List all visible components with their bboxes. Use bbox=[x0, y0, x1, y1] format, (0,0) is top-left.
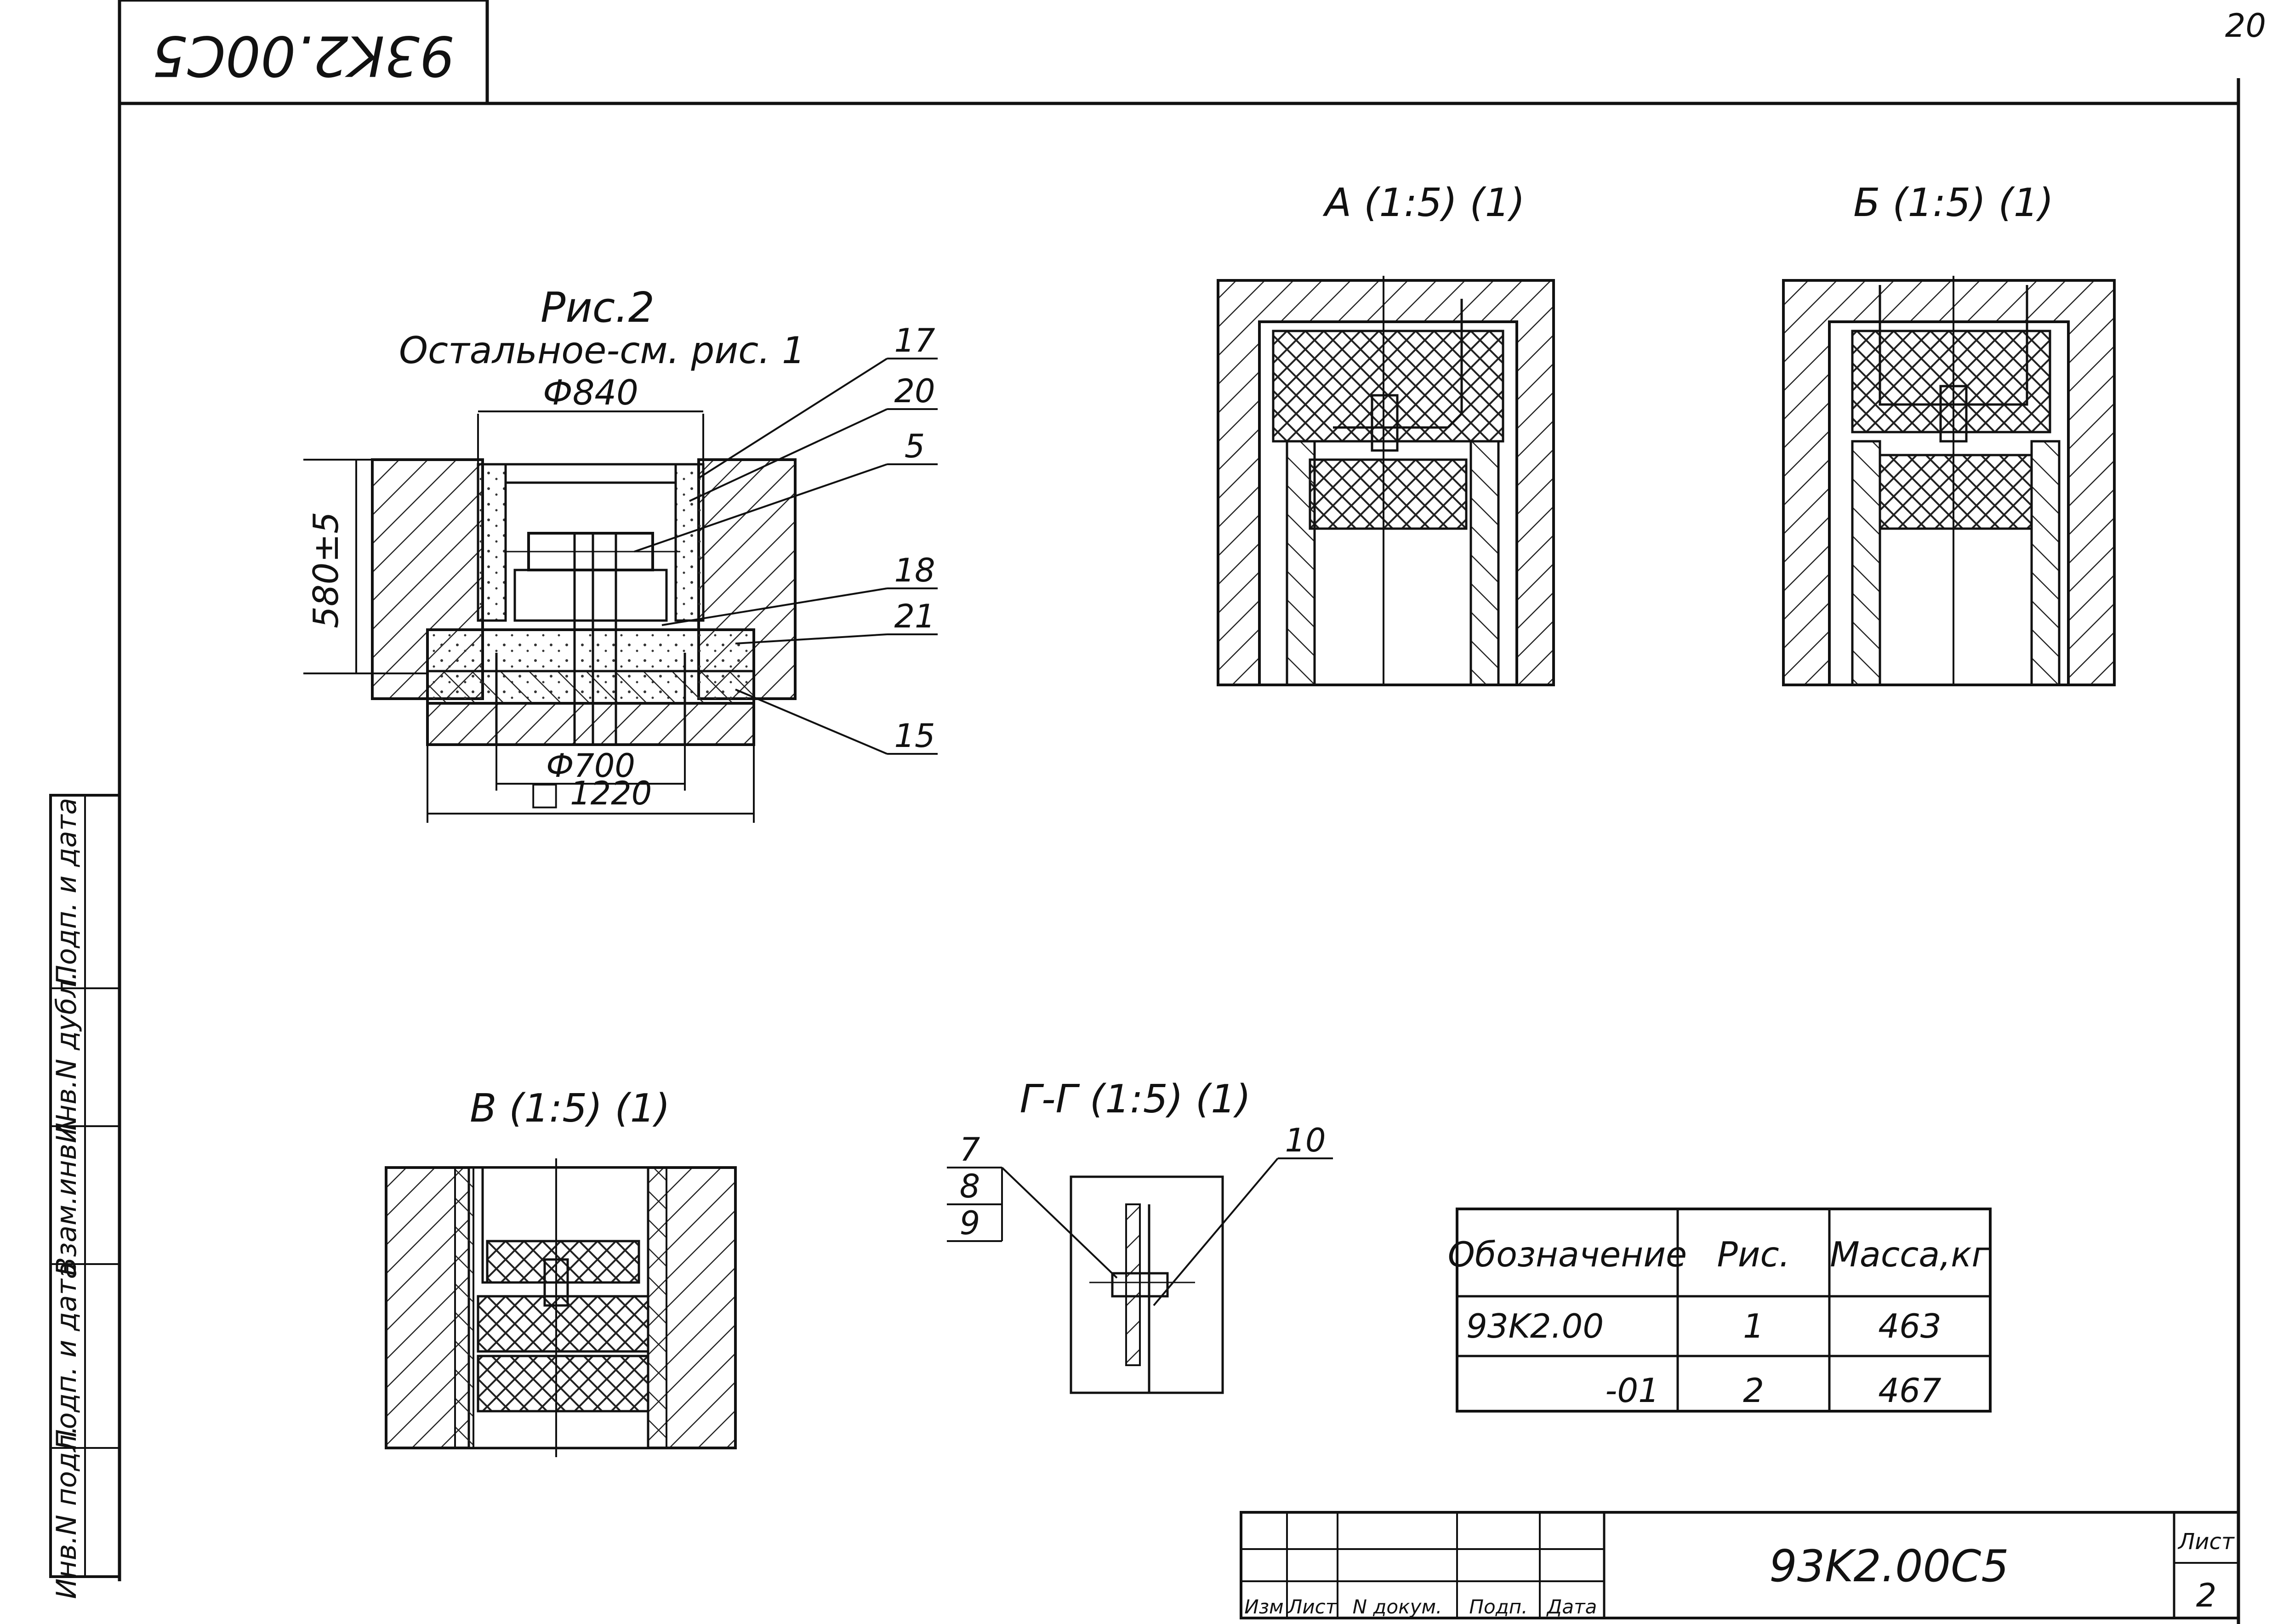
title-col-date: Дата bbox=[1546, 1596, 1597, 1618]
rotated-code-box: 93K2.00C5 bbox=[118, 0, 489, 105]
sheet-label: Лист bbox=[2177, 1529, 2235, 1555]
table-cell-r2-mass: 467 bbox=[1878, 1371, 1942, 1410]
side-strip-vzam: Взам.инв.N bbox=[51, 1114, 83, 1276]
fig2-dim-height: 580±5 bbox=[306, 512, 346, 628]
side-strip-inv-dubl: Инв.N дубл. bbox=[51, 971, 83, 1143]
fig2-title: Рис.2 bbox=[541, 284, 655, 332]
fig2-callout-15: 15 bbox=[894, 717, 935, 755]
figure-2: Рис.2 Остальное-см. рис. 1 Ф840 580±5 bbox=[303, 284, 938, 823]
fig2-dim-top: Ф840 bbox=[543, 372, 638, 413]
view-g-callout-10: 10 bbox=[1285, 1122, 1326, 1159]
fig2-callout-18: 18 bbox=[894, 552, 935, 589]
fig2-dim-bottom-2: □ 1220 bbox=[530, 775, 652, 812]
view-b-label: Б (1:5) (1) bbox=[1853, 180, 2054, 226]
fig2-callout-20: 20 bbox=[894, 372, 935, 410]
table-cell-r1-mass: 463 bbox=[1878, 1307, 1941, 1345]
view-v: В (1:5) (1) bbox=[385, 1086, 737, 1457]
title-col-doc: N докум. bbox=[1353, 1596, 1442, 1618]
drawing-code: 93K2.00C5 bbox=[1769, 1541, 2009, 1592]
table-cell-r2-designation: -01 bbox=[1605, 1371, 1659, 1410]
view-b: Б (1:5) (1) bbox=[1782, 180, 2116, 686]
view-g-callout-8: 8 bbox=[960, 1168, 980, 1205]
table-header-designation: Обозначение bbox=[1448, 1234, 1687, 1275]
view-g-label: Г-Г (1:5) (1) bbox=[1020, 1077, 1251, 1122]
view-g-callout-7: 7 bbox=[960, 1131, 980, 1168]
view-a: А (1:5) (1) bbox=[1217, 180, 1555, 686]
table-header-fig: Рис. bbox=[1717, 1234, 1790, 1275]
mass-table: Обозначение Рис. Масса,кг 93K2.00 1 463 … bbox=[1448, 1208, 1992, 1413]
page-corner-number: 20 bbox=[2225, 7, 2266, 45]
rotated-code: 93K2.00C5 bbox=[152, 23, 455, 87]
fig2-callout-21: 21 bbox=[894, 598, 935, 635]
title-col-izm: Изм bbox=[1244, 1596, 1283, 1618]
side-strip: Инв.N подл. Подп. и дата Взам.инв.N Инв.… bbox=[49, 794, 121, 1599]
table-cell-r1-fig: 1 bbox=[1743, 1307, 1764, 1345]
view-v-label: В (1:5) (1) bbox=[470, 1086, 670, 1131]
title-block: Изм Лист N докум. Подп. Дата 93K2.00C5 Л… bbox=[1240, 1511, 2240, 1619]
table-cell-r2-fig: 2 bbox=[1743, 1371, 1764, 1410]
fig2-dim-bottom-1: Ф700 bbox=[546, 747, 635, 785]
table-header-mass: Масса,кг bbox=[1830, 1234, 1990, 1275]
fig2-callout-17: 17 bbox=[894, 322, 935, 359]
sheet-number: 2 bbox=[2196, 1577, 2217, 1614]
side-strip-podp-2: Подп. и дата bbox=[51, 798, 83, 986]
title-col-list: Лист bbox=[1287, 1596, 1338, 1618]
side-strip-podp-1: Подп. и дата bbox=[51, 1262, 83, 1450]
side-strip-inv-podl: Инв.N подл. bbox=[51, 1425, 83, 1599]
fig2-callout-5: 5 bbox=[905, 427, 925, 465]
view-a-label: А (1:5) (1) bbox=[1322, 180, 1525, 226]
view-g: Г-Г (1:5) (1) 7 8 9 10 bbox=[947, 1077, 1333, 1394]
fig2-subtitle: Остальное-см. рис. 1 bbox=[399, 329, 805, 372]
view-g-callout-9: 9 bbox=[960, 1204, 980, 1242]
title-col-podp: Подп. bbox=[1469, 1596, 1527, 1618]
table-cell-r1-designation: 93K2.00 bbox=[1466, 1307, 1604, 1345]
